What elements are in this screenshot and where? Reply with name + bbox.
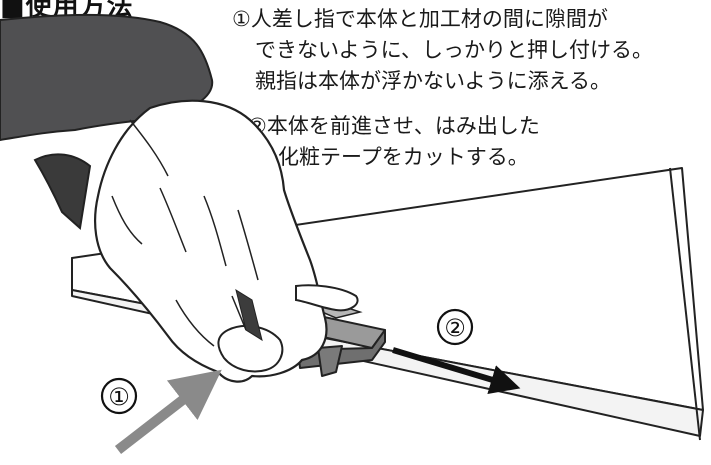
marker-2-label: ② [444,314,466,342]
push-arrow [114,369,222,454]
cuff-fold [33,153,92,230]
step-1-line-2: できないように、しっかりと押し付ける。 [255,38,653,62]
gloved-hand [94,99,359,383]
step-1-text: ①人差し指で本体と加工材の間に隙間が できないように、しっかりと押し付ける。 親… [232,4,653,97]
marker-1-circle [100,377,138,415]
step-1-line-1: ①人差し指で本体と加工材の間に隙間が [232,7,608,31]
marker-2-circle [436,308,474,346]
workpiece-board [71,167,704,441]
step-1-line-3: 親指は本体が浮かないように添える。 [255,69,611,93]
step-2-line-2: 化粧テープをカットする。 [278,145,529,169]
advance-arrow [392,347,521,395]
marker-1-label: ① [108,383,130,411]
